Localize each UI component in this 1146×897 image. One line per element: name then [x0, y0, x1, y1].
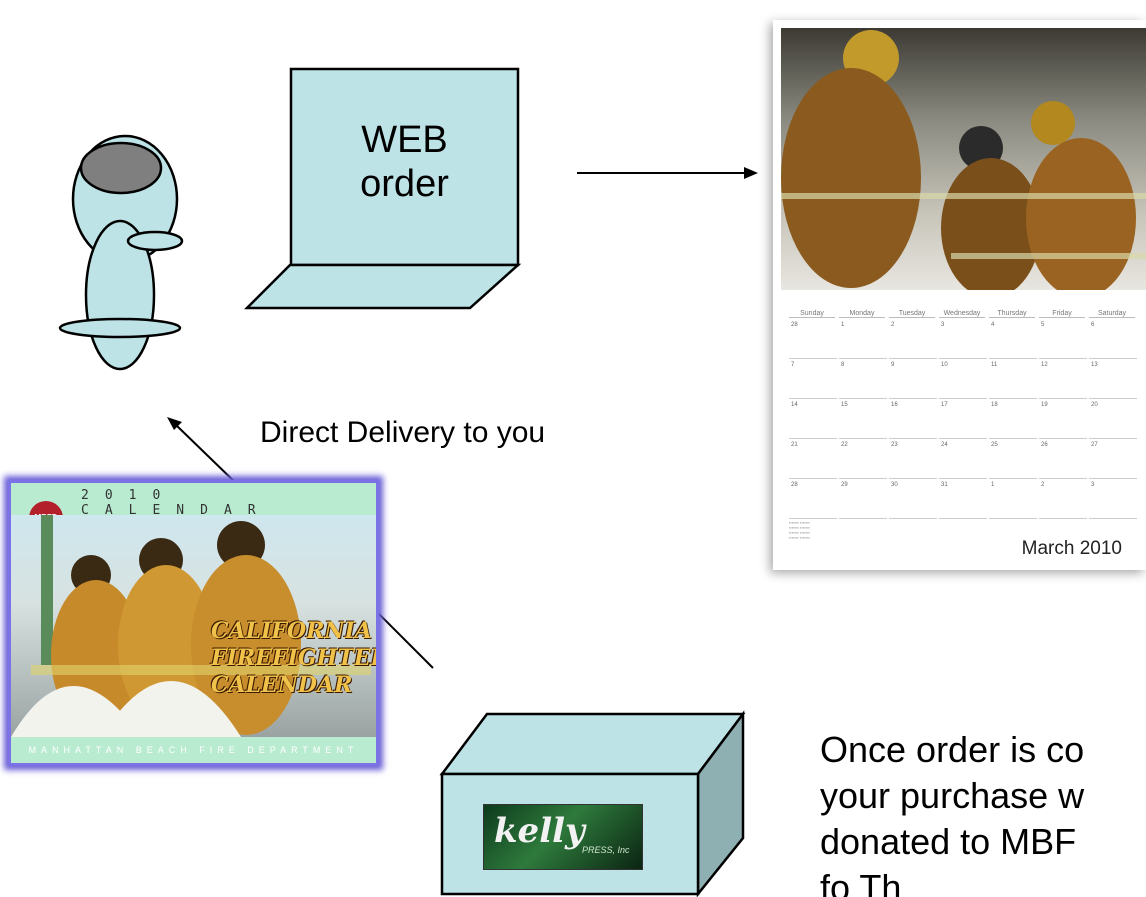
logo-sub: PRESS, Inc — [582, 845, 630, 855]
donation-text: Once order is co your purchase w donated… — [820, 727, 1146, 897]
weekday-header: Wednesday — [939, 310, 985, 318]
day-cell: 19 — [1039, 402, 1087, 439]
day-cell: 25 — [989, 442, 1037, 479]
laptop-label: WEB order — [291, 118, 518, 206]
calendar-photo — [781, 28, 1146, 298]
weekday-header: Sunday — [789, 310, 835, 318]
day-cell: 31 — [939, 482, 987, 519]
day-cell: 1 — [989, 482, 1037, 519]
day-cell: 11 — [989, 362, 1037, 399]
person-figure — [58, 134, 184, 371]
donation-line1: Once order is co — [820, 729, 1085, 770]
day-cell: 10 — [939, 362, 987, 399]
laptop-keyboard — [243, 263, 522, 310]
day-cell: 29 — [839, 482, 887, 519]
person-base — [58, 317, 182, 339]
weekday-header: Friday — [1039, 310, 1085, 318]
cover-header-band — [11, 483, 376, 513]
calendar-grid: Sunday Monday Tuesday Wednesday Thursday Frid… — [789, 310, 1139, 530]
day-cell: 3 — [1089, 482, 1137, 519]
day-cell: 7 — [789, 362, 837, 399]
cover-title-line3: CALENDAR — [211, 672, 353, 698]
calendar-cover: 2010 CALENDAR MBFD CALIFORNIA FIREFIGHTE… — [8, 480, 379, 766]
weekday-header: Monday — [839, 310, 885, 318]
cover-firefighters-illustration — [11, 515, 371, 737]
day-cell: 17 — [939, 402, 987, 439]
laptop-shape — [243, 67, 522, 310]
cover-header: 2010 CALENDAR — [81, 488, 272, 518]
day-cell: 27 — [1089, 442, 1137, 479]
day-cell: 22 — [839, 442, 887, 479]
day-cell: 28 — [789, 482, 837, 519]
cover-photo — [11, 515, 376, 737]
day-cell: 15 — [839, 402, 887, 439]
box-top — [439, 712, 746, 776]
day-cell: 21 — [789, 442, 837, 479]
cover-footer: MANHATTAN BEACH FIRE DEPARTMENT — [11, 737, 376, 763]
donation-line3: donated to MBF — [820, 821, 1077, 862]
donation-line2: your purchase w — [820, 775, 1085, 816]
day-cell: 3 — [939, 322, 987, 359]
cover-title-line2: FIREFIGHTERS — [211, 645, 376, 671]
laptop-label-line1: WEB — [361, 119, 448, 161]
day-cell: 5 — [1039, 322, 1087, 359]
day-cell: 2 — [1039, 482, 1087, 519]
day-cell: 12 — [1039, 362, 1087, 399]
day-cell: 14 — [789, 402, 837, 439]
laptop-label-line2: order — [360, 163, 449, 205]
calendar-page: Sunday Monday Tuesday Wednesday Thursday Frid… — [773, 20, 1146, 570]
day-cell: 28 — [789, 322, 837, 359]
day-cell: 13 — [1089, 362, 1137, 399]
day-cell: 16 — [889, 402, 937, 439]
month-label: March 2010 — [1021, 538, 1122, 559]
day-cell: 18 — [989, 402, 1037, 439]
donation-line4: fo Th — [820, 867, 902, 897]
cover-title-line1: CALIFORNIA — [211, 618, 372, 644]
arrow-to-person — [167, 417, 241, 488]
day-cell: 9 — [889, 362, 937, 399]
delivery-label: Direct Delivery to you — [260, 416, 546, 449]
calendar-firefighters-illustration — [781, 30, 1146, 298]
laptop-screen — [289, 67, 520, 267]
weekday-header: Saturday — [1089, 310, 1135, 318]
arrow-to-calendar — [577, 167, 758, 179]
day-cell: 1 — [839, 322, 887, 359]
day-cell: 23 — [889, 442, 937, 479]
person-hair — [79, 141, 163, 195]
day-cell: 4 — [989, 322, 1037, 359]
day-cell: 24 — [939, 442, 987, 479]
day-cell: 2 — [889, 322, 937, 359]
day-cell: 30 — [889, 482, 937, 519]
day-cell: 26 — [1039, 442, 1087, 479]
connector-line — [369, 604, 434, 669]
weekday-header: Tuesday — [889, 310, 935, 318]
logo-brand: kelly — [494, 811, 585, 851]
mini-calendars: ▪▪▪▪▪▪▪ ▪▪▪▪▪▪▪▪▪▪▪▪▪▪ ▪▪▪▪▪▪▪▪▪▪▪▪▪▪ ▪▪… — [789, 520, 810, 540]
person-arm — [126, 230, 184, 252]
day-cell: 8 — [839, 362, 887, 399]
weekday-header: Thursday — [989, 310, 1035, 318]
day-cell: 20 — [1089, 402, 1137, 439]
cover-title: CALIFORNIA FIREFIGHTERS CALENDAR — [211, 618, 376, 699]
kelly-press-logo: kelly PRESS, Inc — [483, 804, 643, 870]
day-cell: 6 — [1089, 322, 1137, 359]
